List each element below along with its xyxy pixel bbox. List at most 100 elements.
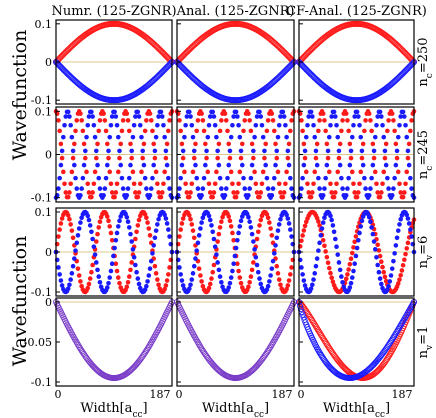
data-point <box>273 243 278 248</box>
data-point <box>301 278 307 283</box>
data-point <box>369 225 374 230</box>
data-point <box>311 122 316 128</box>
data-point <box>133 190 138 195</box>
data-point <box>112 194 117 200</box>
data-point <box>79 186 84 191</box>
data-point <box>310 114 315 119</box>
data-point <box>402 257 407 263</box>
data-point <box>404 212 410 218</box>
data-point <box>136 114 142 119</box>
data-point <box>323 175 328 181</box>
data-point <box>109 237 115 243</box>
data-point <box>135 276 141 281</box>
data-point <box>130 169 136 175</box>
data-point <box>56 186 61 191</box>
data-point <box>117 148 122 154</box>
data-point <box>354 109 360 115</box>
data-point <box>133 262 138 268</box>
data-point <box>228 224 234 229</box>
data-point <box>91 122 97 128</box>
data-point <box>262 155 267 161</box>
data-point <box>179 278 185 283</box>
data-point <box>346 267 351 272</box>
x-axis-label: Width[acc] <box>80 401 147 418</box>
data-point <box>69 134 75 140</box>
data-point <box>147 340 154 347</box>
data-point <box>334 122 339 128</box>
data-point <box>398 216 403 222</box>
data-point <box>381 134 387 140</box>
data-point <box>371 148 377 154</box>
data-point <box>381 269 387 275</box>
data-point <box>201 175 207 181</box>
data-point <box>274 148 280 154</box>
data-point <box>163 148 169 154</box>
data-point <box>251 155 256 161</box>
data-point <box>399 318 406 325</box>
data-point <box>267 279 272 284</box>
data-point <box>163 155 169 161</box>
data-point <box>166 272 171 277</box>
data-point <box>299 265 304 270</box>
data-point <box>349 169 355 175</box>
data-point <box>325 148 331 154</box>
data-point <box>335 169 341 175</box>
data-point <box>269 111 275 116</box>
data-point <box>270 118 276 123</box>
data-point <box>399 320 406 327</box>
data-point <box>408 175 413 181</box>
data-point <box>217 225 223 230</box>
data-point <box>391 332 398 339</box>
data-point <box>241 175 246 181</box>
data-point <box>158 194 164 200</box>
data-point <box>300 128 305 134</box>
data-point <box>394 327 401 334</box>
data-point <box>253 254 259 260</box>
data-point <box>219 280 224 285</box>
data-point <box>63 190 69 195</box>
data-point <box>177 265 182 270</box>
data-point <box>194 338 201 345</box>
data-point <box>316 248 321 253</box>
data-point <box>70 263 76 269</box>
data-point <box>136 281 142 287</box>
data-point <box>78 193 83 198</box>
data-point <box>409 234 414 239</box>
data-point <box>264 175 270 181</box>
data-point <box>265 118 271 123</box>
y-tick-label: -0.1 <box>31 376 52 389</box>
data-point <box>95 267 100 273</box>
data-point <box>153 169 159 175</box>
data-point <box>283 181 288 187</box>
data-point <box>125 219 131 224</box>
data-point <box>247 280 252 285</box>
data-point <box>389 335 396 342</box>
data-point <box>81 141 87 147</box>
data-point <box>383 278 389 284</box>
data-point <box>252 134 257 140</box>
data-point <box>162 212 167 218</box>
data-point <box>226 141 232 147</box>
data-point <box>109 261 115 267</box>
y-tick-label: -0.05 <box>24 336 52 349</box>
data-point <box>333 114 338 119</box>
data-point <box>195 340 202 347</box>
data-point <box>393 329 400 336</box>
data-point <box>188 114 193 119</box>
data-point <box>311 181 316 187</box>
data-point <box>196 342 203 349</box>
data-point <box>354 194 360 200</box>
data-point <box>289 118 294 123</box>
data-point <box>329 190 334 195</box>
data-point <box>198 226 203 231</box>
data-point <box>120 186 126 191</box>
data-point <box>253 122 259 128</box>
data-point <box>347 162 353 168</box>
data-point <box>333 190 338 195</box>
data-point <box>225 128 230 134</box>
data-point <box>178 128 183 134</box>
data-point <box>69 228 75 233</box>
data-point <box>343 276 349 282</box>
data-point <box>395 228 401 233</box>
data-point <box>388 336 395 343</box>
